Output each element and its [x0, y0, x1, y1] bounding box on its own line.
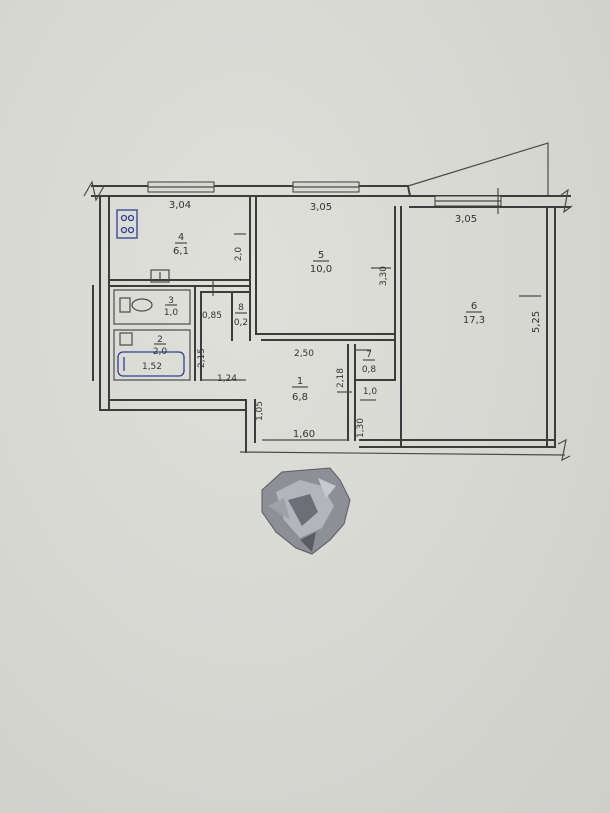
room-2-number: 2 [157, 335, 163, 345]
kitchen-sink-icon [150, 269, 170, 283]
room-labels: 4 6,1 5 10,0 6 17,3 3 1,0 2 2,0 8 0,2 1 … [153, 232, 485, 403]
dim-hall-entry-side: 1,05 [255, 401, 265, 421]
room-6-number: 6 [471, 301, 477, 312]
room-7-number: 7 [366, 350, 372, 360]
basin-icon [119, 332, 133, 346]
dimension-labels: 3,04 3,05 3,05 2,0 3,30 5,25 0,85 2,50 2… [142, 200, 542, 440]
fixtures [116, 209, 185, 377]
dim-room6-side: 5,25 [531, 311, 542, 333]
room-4-area: 6,1 [173, 246, 189, 257]
room-1-area: 6,8 [292, 392, 308, 403]
toilet-tank-icon [119, 297, 131, 313]
toilet-icon [131, 298, 153, 312]
room-2-area: 2,0 [153, 347, 168, 357]
bathtub-icon [117, 351, 185, 377]
dim-room6-top: 3,05 [455, 214, 477, 225]
foil-object [261, 467, 351, 555]
dim-closet-side: 2,18 [336, 368, 346, 388]
room-3-area: 1,0 [164, 308, 179, 318]
room-5-number: 5 [318, 250, 324, 261]
dim-hall-left: 1,24 [217, 374, 237, 384]
stove-icon [116, 209, 138, 239]
room-3-number: 3 [168, 296, 174, 306]
room-1-number: 1 [297, 376, 303, 387]
dim-room5-top: 3,05 [310, 202, 332, 213]
dimension-ticks [212, 188, 541, 401]
dim-bath-length: 1,52 [142, 362, 162, 372]
dim-kitchen-side: 2,0 [234, 247, 244, 262]
dim-kitchen-top: 3,04 [169, 200, 191, 211]
dim-bath-height: 2,15 [197, 348, 207, 368]
room-4-number: 4 [178, 232, 184, 243]
dim-hall-right: 1,30 [356, 418, 366, 438]
dim-room5-side: 3,30 [379, 266, 389, 286]
dim-hall-width: 2,50 [294, 349, 314, 359]
room-5-area: 10,0 [310, 264, 332, 275]
room-7-area: 0,8 [362, 365, 377, 375]
dim-closet-depth: 1,0 [363, 387, 378, 397]
room-8-area: 0,2 [234, 318, 248, 328]
room-6-area: 17,3 [463, 315, 485, 326]
windows [147, 181, 502, 207]
dim-hall-entry-width: 1,60 [293, 429, 315, 440]
dim-wc-width: 0,85 [202, 311, 222, 321]
room-8-number: 8 [238, 303, 244, 313]
interior-walls [92, 195, 402, 446]
